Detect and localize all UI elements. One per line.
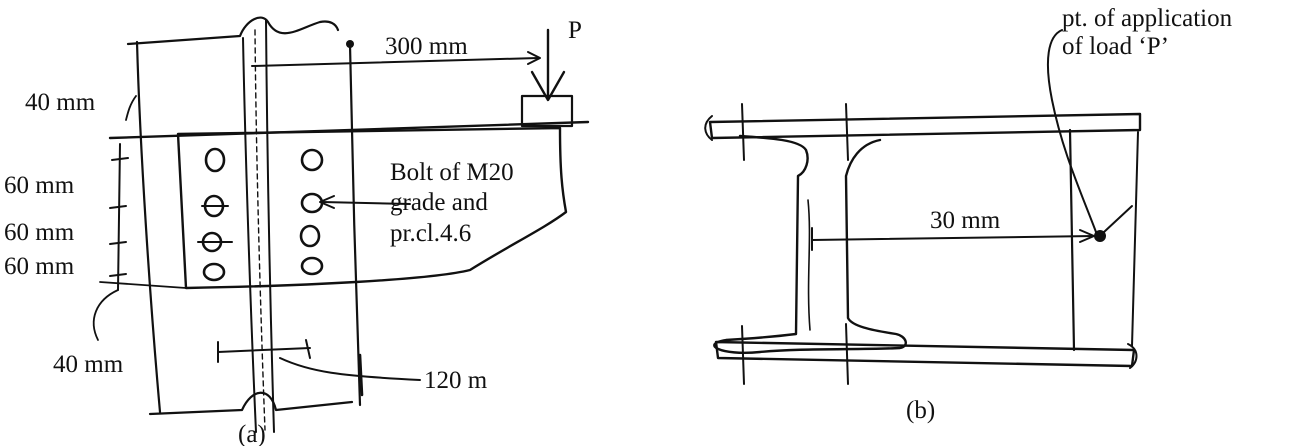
caption-a: (a) — [238, 421, 266, 446]
dim-40-bottom-leader — [92, 289, 119, 341]
dim-pitch-line — [117, 143, 121, 291]
bolt-note-leader — [321, 201, 411, 205]
dim-tick-1 — [111, 157, 129, 161]
load-note-line1: pt. of application — [1062, 5, 1233, 32]
bolt-mark-4 — [845, 323, 849, 385]
top-flange-line — [108, 120, 590, 140]
dim-120-leader — [279, 357, 421, 381]
bolt-note-line1: Bolt of M20 — [390, 159, 514, 186]
i-section — [713, 134, 907, 354]
column-web-right — [265, 19, 275, 433]
dim-pitch-2-label: 60 mm — [4, 219, 75, 246]
bolt-note-line2: grade and — [390, 189, 488, 216]
load-arrow-head — [530, 70, 566, 102]
dim-edge-top-label: 40 mm — [25, 89, 96, 116]
bolt-mark-1 — [741, 103, 745, 161]
dim-pitch-3-label: 60 mm — [4, 253, 75, 280]
dim-300-label: 300 mm — [385, 33, 468, 60]
bottom-plate — [714, 340, 1136, 368]
bolt-note-line3: pr.cl.4.6 — [390, 220, 471, 247]
bolt-a4 — [202, 262, 226, 282]
bracket-lower-cut — [99, 281, 187, 289]
dim-tick-3 — [109, 241, 127, 245]
load-label-p: P — [568, 17, 582, 44]
dim-gauge-label: 120 m — [424, 367, 488, 394]
bolt-b2 — [300, 192, 324, 214]
dim-120-tick-right — [305, 339, 311, 359]
bolt-b4 — [300, 256, 324, 276]
right-flange-mark — [358, 353, 364, 397]
column-left-flange — [135, 40, 162, 414]
column-right-flange — [348, 43, 362, 407]
dim-40-leader — [125, 95, 137, 121]
dim-300-line — [251, 57, 539, 67]
figure-a: 300 mm P 40 mm 60 mm 60 mm 60 mm 40 mm 1… — [4, 16, 590, 446]
column-bottom-break — [148, 391, 354, 416]
load-note-line2: of load ‘P’ — [1062, 33, 1169, 60]
dim-30-line — [811, 235, 1095, 241]
load-point-tick — [1103, 205, 1133, 233]
dim-eccentricity-label: 30 mm — [930, 207, 1001, 234]
bracket-plate-b-right — [1131, 131, 1139, 347]
caption-b: (b) — [906, 397, 935, 424]
dim-tick-2 — [109, 205, 127, 209]
dim-edge-bottom-label: 40 mm — [53, 351, 124, 378]
bracket-plate — [176, 126, 568, 290]
column-top-break — [126, 16, 340, 46]
bolt-b1 — [300, 148, 324, 172]
bolt-mark-3 — [741, 325, 745, 385]
bolt-a1 — [204, 147, 226, 173]
column-center-dot — [346, 40, 354, 48]
top-plate — [708, 112, 1142, 140]
dim-pitch-1-label: 60 mm — [4, 172, 75, 199]
figure-b: 30 mm pt. of application of load ‘P’ (b) — [704, 5, 1233, 424]
bottom-plate-right-end — [1127, 343, 1138, 369]
load-note-leader — [1046, 29, 1097, 233]
web-mark — [807, 199, 811, 331]
load-point-dot — [1094, 230, 1106, 242]
top-plate-left-end — [704, 115, 713, 141]
dim-tick-4 — [109, 273, 127, 277]
dim-300-arrow — [527, 51, 541, 65]
bolt-b3 — [299, 224, 321, 248]
bolt-mark-2 — [845, 103, 849, 161]
bolt-note-arrow — [319, 195, 335, 209]
dim-120-line — [217, 347, 311, 353]
column-web-left — [242, 37, 257, 433]
column-web-inner — [254, 29, 266, 431]
